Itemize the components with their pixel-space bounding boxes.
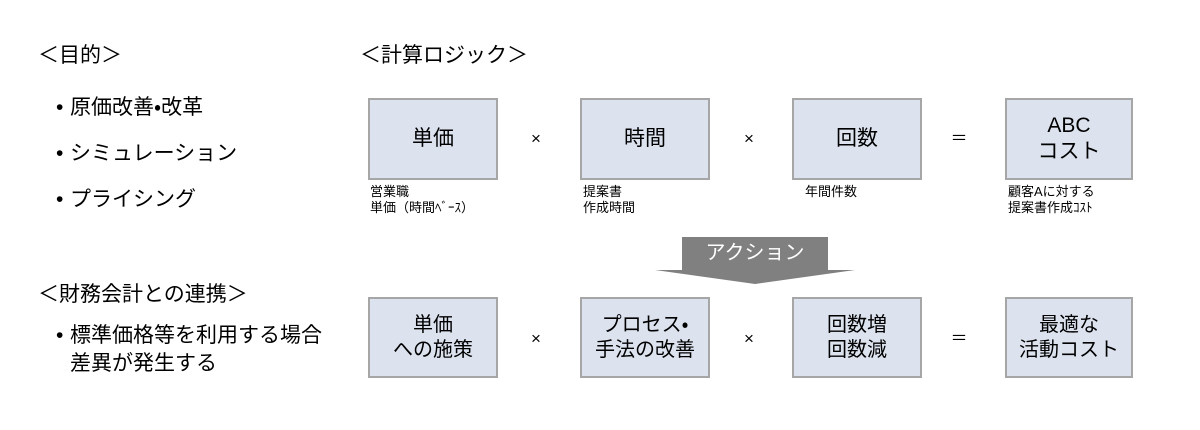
operator-multiply-2: × [744, 129, 754, 148]
bullet-icon: • [56, 324, 64, 347]
purpose-item-label: プライシング [70, 188, 196, 211]
caption-frequency: 年間件数 [805, 184, 858, 199]
purpose-heading: ＜目的＞ [38, 44, 122, 67]
improvement-box-frequency-change[interactable]: 回数増 回数減 [792, 297, 922, 378]
improvement-box-label: 回数増 回数減 [827, 314, 887, 361]
purpose-item-label: 原価改善・改革 [70, 96, 204, 119]
purpose-list-item-1: • 原価改善・改革 [56, 94, 203, 122]
improvement-box-optimal-activity-cost[interactable]: 最適な 活動コスト [1005, 297, 1133, 378]
improvement-box-label: プロセス・ 手法の改善 [595, 314, 695, 361]
purpose-item-label: シミュレーション [70, 142, 238, 165]
bullet-icon: • [56, 96, 64, 119]
formula-box-label: 単価 [412, 127, 454, 151]
improvement-box-label: 最適な 活動コスト [1019, 314, 1119, 361]
improvement-box-process-method[interactable]: プロセス・ 手法の改善 [580, 297, 710, 378]
purpose-list-item-3: • プライシング [56, 186, 196, 214]
formula-box-label: 回数 [836, 127, 878, 151]
improvement-box-label: 単価 への施策 [393, 314, 473, 361]
operator-multiply-3: × [531, 329, 541, 348]
caption-abc-cost: 顧客Aに対する 提案書作成ｺｽﾄ [1008, 184, 1095, 216]
finance-item-label: 標準価格等を利用する場合 差異が発生する [70, 324, 322, 376]
formula-box-time[interactable]: 時間 [580, 98, 710, 180]
action-arrow: アクション [655, 237, 855, 284]
formula-box-frequency[interactable]: 回数 [792, 98, 922, 180]
improvement-box-unit-price-measures[interactable]: 単価 への施策 [368, 297, 498, 378]
operator-equals-1: ＝ [950, 129, 968, 148]
operator-equals-2: ＝ [950, 329, 968, 348]
purpose-list-item-2: • シミュレーション [56, 140, 237, 168]
formula-box-abc-cost[interactable]: ABC コスト [1005, 98, 1133, 180]
formula-box-label: 時間 [624, 127, 666, 151]
caption-unit-price: 営業職 単価（時間ﾍﾞｰｽ） [370, 184, 475, 216]
caption-time: 提案書 作成時間 [583, 184, 636, 216]
formula-box-label: ABC コスト [1037, 114, 1101, 163]
operator-multiply-4: × [744, 329, 754, 348]
finance-list-item-1: • 標準価格等を利用する場合 差異が発生する [56, 322, 322, 379]
bullet-icon: • [56, 142, 64, 165]
calculation-logic-heading: ＜計算ロジック＞ [360, 44, 528, 67]
down-arrow-icon [655, 237, 855, 284]
finance-heading: ＜財務会計との連携＞ [38, 283, 248, 306]
operator-multiply-1: × [531, 129, 541, 148]
bullet-icon: • [56, 188, 64, 211]
formula-box-unit-price[interactable]: 単価 [368, 98, 498, 180]
